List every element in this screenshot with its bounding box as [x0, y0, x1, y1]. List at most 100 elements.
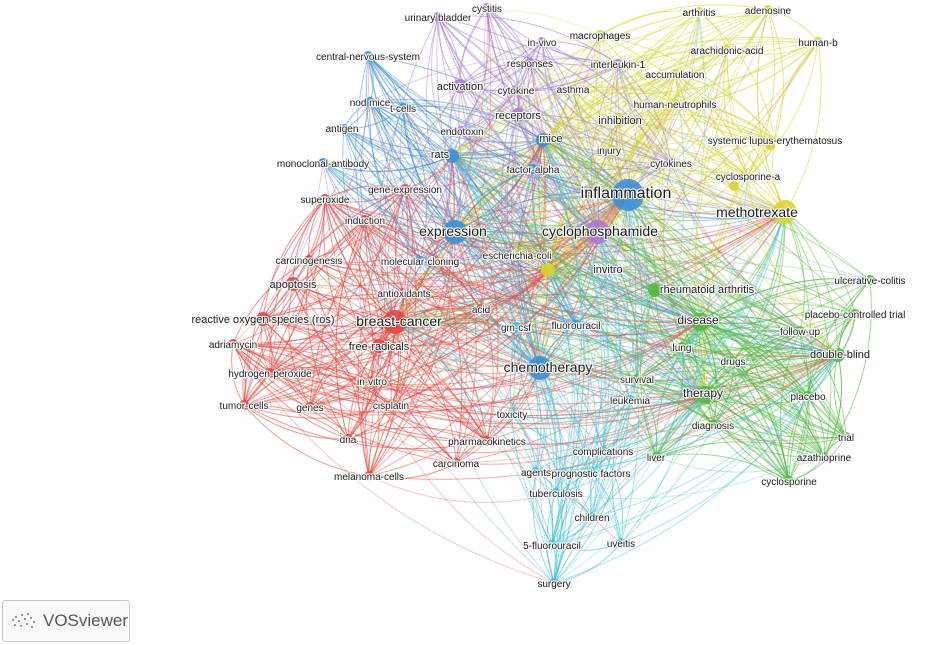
label-gene-expression[interactable]: gene-expression — [367, 184, 443, 197]
node-reactive-oxygen[interactable] — [256, 312, 270, 326]
label-methotrexate[interactable]: methotrexate — [715, 203, 799, 221]
node-leukemia[interactable] — [625, 395, 635, 405]
node-superoxide[interactable] — [320, 194, 330, 204]
label-cyclophosphamide[interactable]: cyclophosphamide — [541, 222, 659, 240]
node-cystitis[interactable] — [482, 3, 492, 13]
node-carcinoma[interactable] — [451, 458, 461, 468]
label-in-vivo[interactable]: in-vivo — [526, 37, 558, 50]
label-carcinogenesis[interactable]: carcinogenesis — [275, 255, 344, 268]
node-prognostic-factors[interactable] — [586, 468, 596, 478]
label-carcinoma[interactable]: carcinoma — [432, 458, 481, 471]
label-invitro[interactable]: invitro — [592, 263, 624, 277]
label-asthma[interactable]: asthma — [556, 84, 591, 97]
node-complications[interactable] — [598, 446, 608, 456]
node-cyclosporine[interactable] — [784, 476, 794, 486]
node-therapy[interactable] — [696, 386, 714, 404]
node-azathioprine[interactable] — [819, 452, 829, 462]
node-factor-alpha[interactable] — [528, 164, 538, 174]
label-rats[interactable]: rats — [430, 148, 451, 162]
label-azathioprine[interactable]: azathioprine — [796, 452, 853, 465]
node-activation[interactable] — [453, 79, 467, 93]
label-central-nervous-system[interactable]: central-nervous-system — [315, 51, 421, 64]
node-5-fluorouracil[interactable] — [547, 540, 557, 550]
label-inhibition[interactable]: inhibition — [597, 114, 643, 128]
label-macrophages[interactable]: macrophages — [569, 30, 632, 43]
node-inflammation[interactable] — [612, 179, 644, 211]
label-therapy[interactable]: therapy — [682, 385, 724, 401]
node-systemic-lupus[interactable] — [765, 140, 775, 150]
node-toxicity[interactable] — [507, 409, 517, 419]
label-genes[interactable]: genes — [295, 402, 324, 415]
node-cyclophosphamide[interactable] — [586, 220, 610, 244]
label-escherichia-coli[interactable]: escherichia-coli — [481, 250, 552, 263]
label-toxicity[interactable]: toxicity — [496, 409, 529, 422]
label-rheumatoid-arthritis[interactable]: rheumatoid arthritis — [659, 283, 756, 297]
node-apoptosis[interactable] — [286, 277, 300, 291]
node-cytokine[interactable] — [511, 85, 521, 95]
label-mice[interactable]: mice — [538, 132, 563, 146]
label-endotoxin[interactable]: endotoxin — [439, 126, 485, 139]
label-leukemia[interactable]: leukemia — [609, 395, 652, 408]
label-systemic-lupus[interactable]: systemic lupus-erythematosus — [707, 135, 844, 148]
node-invitro[interactable] — [541, 263, 555, 277]
label-reactive-oxygen[interactable]: reactive oxygen species (ros) — [190, 313, 335, 327]
label-lung[interactable]: lung — [671, 342, 692, 355]
node-in-vitro[interactable] — [367, 376, 377, 386]
node-adriamycin[interactable] — [228, 339, 238, 349]
label-nod-mice[interactable]: nod mice — [349, 97, 392, 110]
label-cytokine[interactable]: cytokine — [497, 85, 536, 98]
node-nod-mice[interactable] — [365, 97, 375, 107]
label-drugs[interactable]: drugs — [719, 356, 746, 369]
node-cisplatin[interactable] — [386, 400, 396, 410]
node-methotrexate[interactable] — [773, 200, 797, 224]
node-free-radicals[interactable] — [372, 339, 386, 353]
label-diagnosis[interactable]: diagnosis — [691, 420, 735, 433]
node-arthritis[interactable] — [694, 7, 704, 17]
node-dna[interactable] — [343, 434, 353, 444]
node-double-blind[interactable] — [831, 348, 845, 362]
node-pharmacokinetics[interactable] — [482, 436, 492, 446]
node-chemotherapy[interactable] — [528, 356, 552, 380]
label-injury[interactable]: injury — [596, 145, 622, 158]
node-fluorouracil[interactable] — [571, 320, 581, 330]
label-complications[interactable]: complications — [572, 446, 635, 459]
node-acid[interactable] — [476, 304, 486, 314]
label-superoxide[interactable]: superoxide — [299, 194, 351, 207]
label-free-radicals[interactable]: free-radicals — [348, 340, 411, 354]
label-tuberculosis[interactable]: tuberculosis — [528, 488, 584, 501]
node-arachidonic-acid[interactable] — [722, 45, 732, 55]
node-agents[interactable] — [531, 467, 541, 477]
node-trial[interactable] — [841, 432, 851, 442]
node-disease[interactable] — [691, 313, 709, 331]
node-antioxidants[interactable] — [399, 288, 409, 298]
label-receptors[interactable]: receptors — [494, 109, 543, 123]
node-injury[interactable] — [604, 145, 614, 155]
node-inhibition[interactable] — [613, 113, 627, 127]
label-fluorouracil[interactable]: fluorouracil — [550, 320, 601, 333]
label-t-cells[interactable]: t-cells — [389, 103, 417, 116]
label-human-neutrophils[interactable]: human-neutrophils — [632, 99, 717, 112]
node-human-b[interactable] — [813, 37, 823, 47]
label-uveitis[interactable]: uveitis — [606, 538, 637, 551]
node-macrophages[interactable] — [595, 30, 605, 40]
node-antigen[interactable] — [339, 124, 349, 134]
node-gm-csf[interactable] — [511, 322, 521, 332]
label-disease[interactable]: disease — [676, 312, 720, 328]
node-adenosine[interactable] — [763, 5, 773, 15]
label-molecular-cloning[interactable]: molecular-cloning — [380, 256, 461, 269]
node-follow-up[interactable] — [795, 326, 805, 336]
node-accumulation[interactable] — [670, 69, 680, 79]
label-dna[interactable]: dna — [339, 434, 358, 447]
node-cyclosporine-a[interactable] — [729, 181, 739, 191]
node-receptors[interactable] — [511, 108, 525, 122]
label-surgery[interactable]: surgery — [536, 578, 572, 591]
label-antigen[interactable]: antigen — [324, 123, 359, 136]
node-liver[interactable] — [651, 452, 661, 462]
node-melanoma-cells[interactable] — [364, 471, 374, 481]
node-molecular-cloning[interactable] — [415, 256, 425, 266]
label-placebo[interactable]: placebo — [789, 391, 827, 404]
label-human-b[interactable]: human-b — [797, 37, 839, 50]
label-cyclosporine[interactable]: cyclosporine — [760, 476, 818, 489]
label-follow-up[interactable]: follow-up — [779, 326, 822, 339]
label-monoclonal-antibody[interactable]: monoclonal-antibody — [276, 158, 370, 171]
